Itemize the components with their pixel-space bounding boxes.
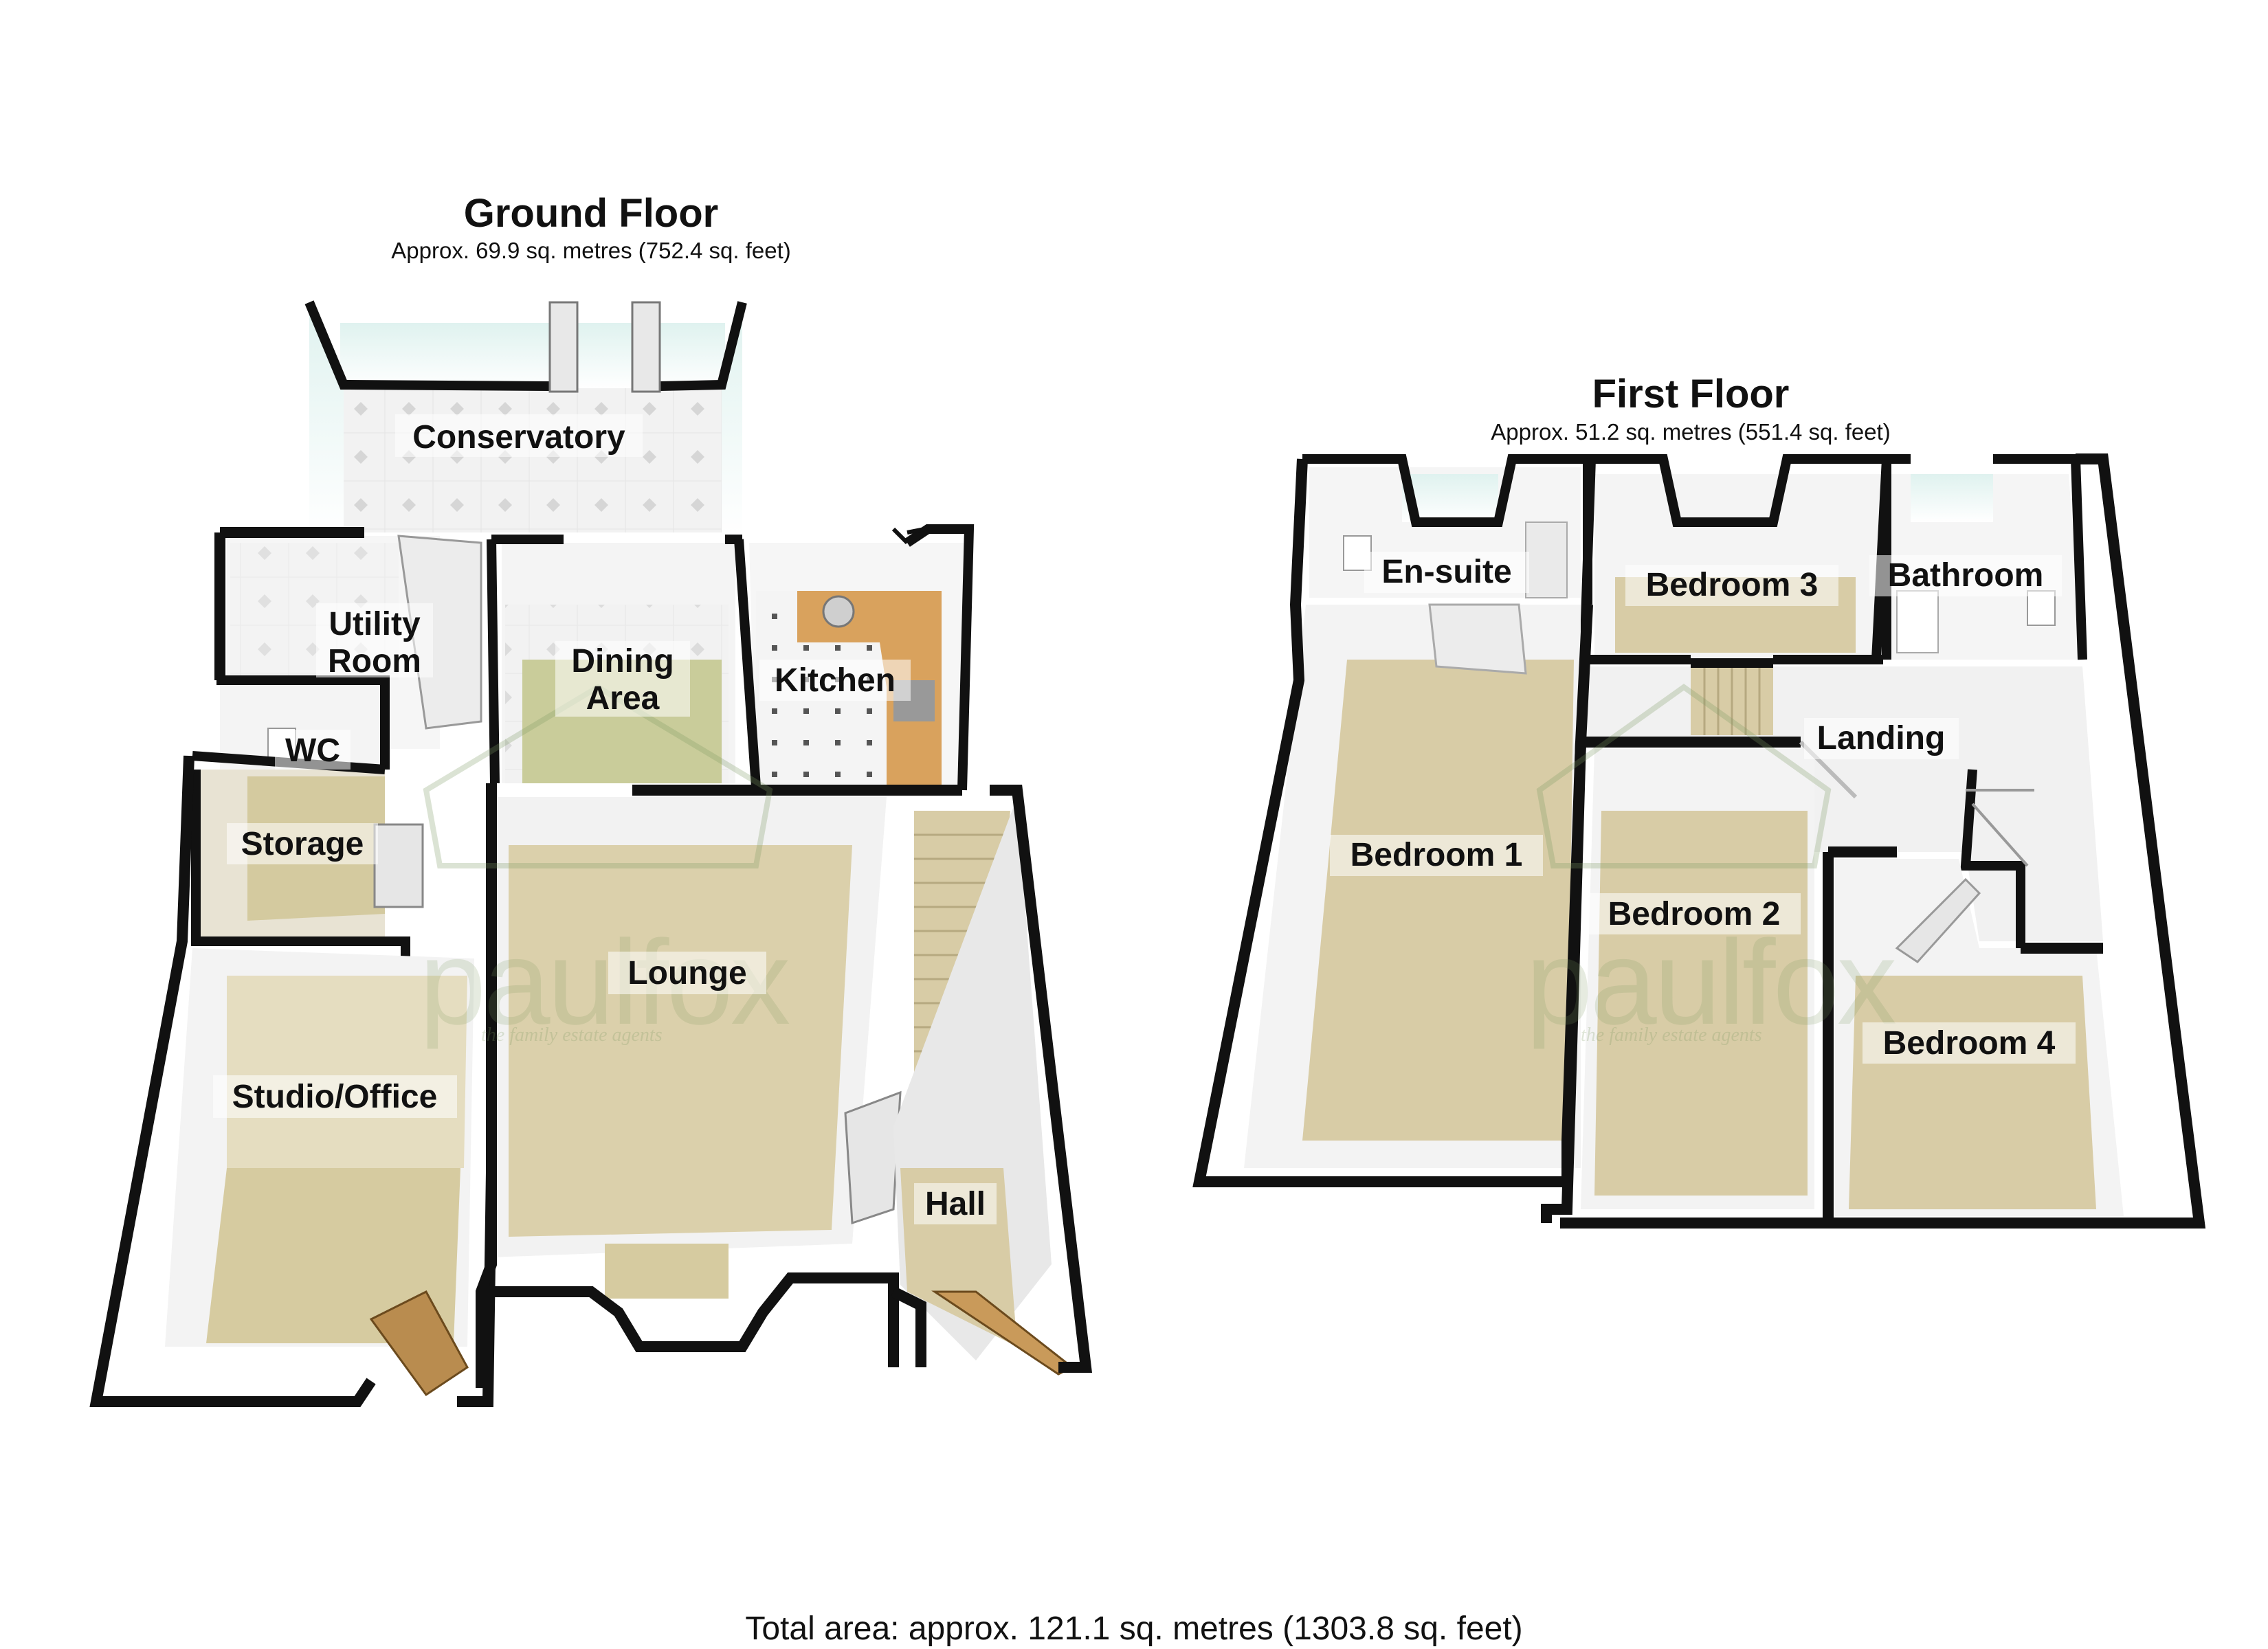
ground-floor-title: Ground Floor	[464, 191, 719, 236]
label-bedroom-4: Bedroom 4	[1883, 1025, 2056, 1062]
label-bedroom-1: Bedroom 1	[1350, 837, 1523, 873]
label-hall: Hall	[925, 1186, 986, 1222]
shower-icon	[1525, 521, 1568, 598]
first-room-labels: En-suite Bedroom 3 Bathroom Landing Bedr…	[1330, 552, 2076, 1064]
storage-door-icon	[373, 823, 424, 908]
label-kitchen: Kitchen	[775, 662, 896, 699]
studio-office-room	[89, 755, 500, 1407]
label-bedroom-3: Bedroom 3	[1646, 567, 1819, 603]
bath-icon	[1896, 590, 1939, 653]
label-utility-line1: Utility	[329, 606, 421, 642]
lounge-door-icon	[844, 1090, 902, 1225]
label-dining-line2: Area	[586, 680, 660, 717]
total-area: Total area: approx. 121.1 sq. metres (13…	[745, 1611, 1522, 1647]
watermark-tagline-right: the family estate agents	[1581, 1024, 1762, 1046]
watermark-tagline-left: the family estate agents	[481, 1024, 663, 1046]
lounge-room	[476, 783, 962, 1388]
label-studio-office: Studio/Office	[232, 1079, 438, 1115]
watermark-right: paulfox the family estate agents	[1526, 684, 1899, 1050]
bedroom-3-room	[1579, 454, 1892, 664]
label-storage: Storage	[241, 826, 364, 862]
conservatory-door-right-icon	[631, 301, 661, 393]
label-wc: WC	[285, 732, 340, 769]
label-bedroom-2: Bedroom 2	[1608, 896, 1781, 932]
first-floor-area: Approx. 51.2 sq. metres (551.4 sq. feet)	[1491, 419, 1890, 445]
sink-icon	[822, 595, 855, 628]
ground-floor	[89, 300, 1093, 1407]
label-landing: Landing	[1817, 720, 1946, 756]
ground-room-labels: Conservatory Utility Room WC Storage Din…	[213, 414, 997, 1224]
first-floor-title: First Floor	[1592, 372, 1790, 416]
label-bathroom: Bathroom	[1888, 557, 2044, 594]
label-lounge: Lounge	[627, 955, 746, 991]
first-stairs	[1703, 663, 1761, 735]
en-suite-door-icon	[1428, 603, 1527, 675]
label-conservatory: Conservatory	[412, 419, 625, 456]
watermark-brand-right: paulfox	[1526, 916, 1896, 1050]
first-floor	[1192, 453, 2206, 1229]
label-dining-line1: Dining	[571, 643, 674, 680]
conservatory-door-left-icon	[548, 301, 579, 393]
front-door-office-icon	[369, 1290, 469, 1397]
bathroom-toilet-icon	[2027, 590, 2056, 626]
ground-floor-area: Approx. 69.9 sq. metres (752.4 sq. feet)	[391, 238, 790, 263]
label-en-suite: En-suite	[1381, 554, 1511, 590]
landing-area	[1581, 655, 2103, 953]
bedroom-1-room	[1192, 458, 1593, 1187]
bedroom-4-door-icon	[1895, 877, 1981, 963]
label-utility-line2: Room	[328, 643, 421, 680]
